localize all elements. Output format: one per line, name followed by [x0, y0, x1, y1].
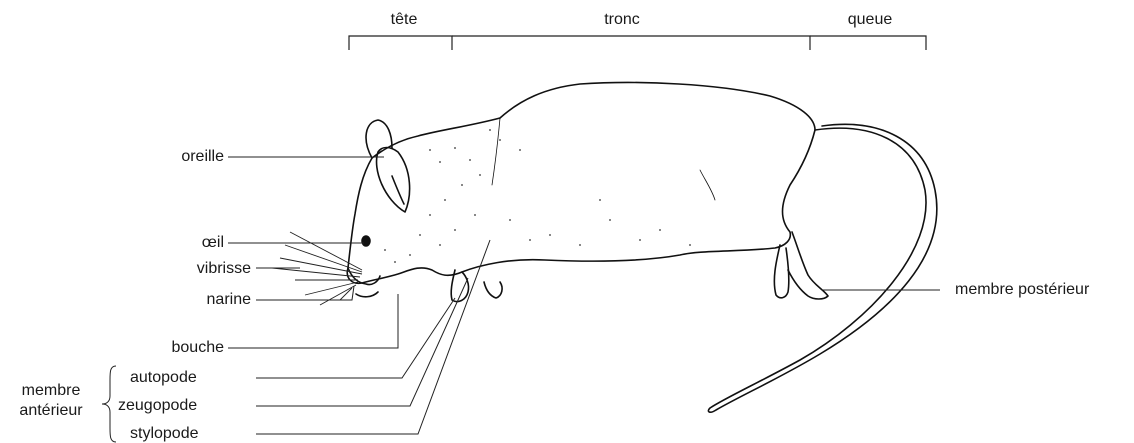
leader-narine: [256, 286, 354, 300]
trunk-bracket: [452, 36, 810, 50]
section-label-trunk: tronc: [592, 11, 652, 29]
forelimb-brace: [102, 366, 116, 442]
leader-autopode: [256, 298, 455, 378]
label-hindlimb: membre postérieur: [955, 281, 1089, 299]
mouse-hindlimb: [788, 232, 828, 299]
mouse-tail: [708, 124, 936, 412]
section-label-head: tête: [374, 11, 434, 29]
label-eye: œil: [120, 234, 224, 252]
fur-texture: [384, 129, 691, 263]
label-whisker: vibrisse: [120, 260, 251, 278]
label-autopod: autopode: [130, 369, 197, 387]
mouse-illustration: [347, 83, 937, 413]
label-mouth: bouche: [120, 339, 224, 357]
label-zeugopod: zeugopode: [118, 397, 197, 415]
label-nostril: narine: [120, 291, 251, 309]
leader-bouche: [228, 294, 398, 348]
section-label-tail: queue: [830, 11, 910, 29]
leader-stylopode: [256, 240, 490, 434]
label-forelimb-line1: membre: [0, 382, 102, 400]
mouse-eye: [362, 236, 370, 246]
head-bracket: [349, 36, 452, 50]
label-stylopod: stylopode: [130, 425, 199, 443]
tail-bracket: [810, 36, 926, 50]
mouse-body-outline: [347, 83, 815, 284]
label-ear: oreille: [120, 148, 224, 166]
label-forelimb-line2: antérieur: [0, 402, 102, 420]
